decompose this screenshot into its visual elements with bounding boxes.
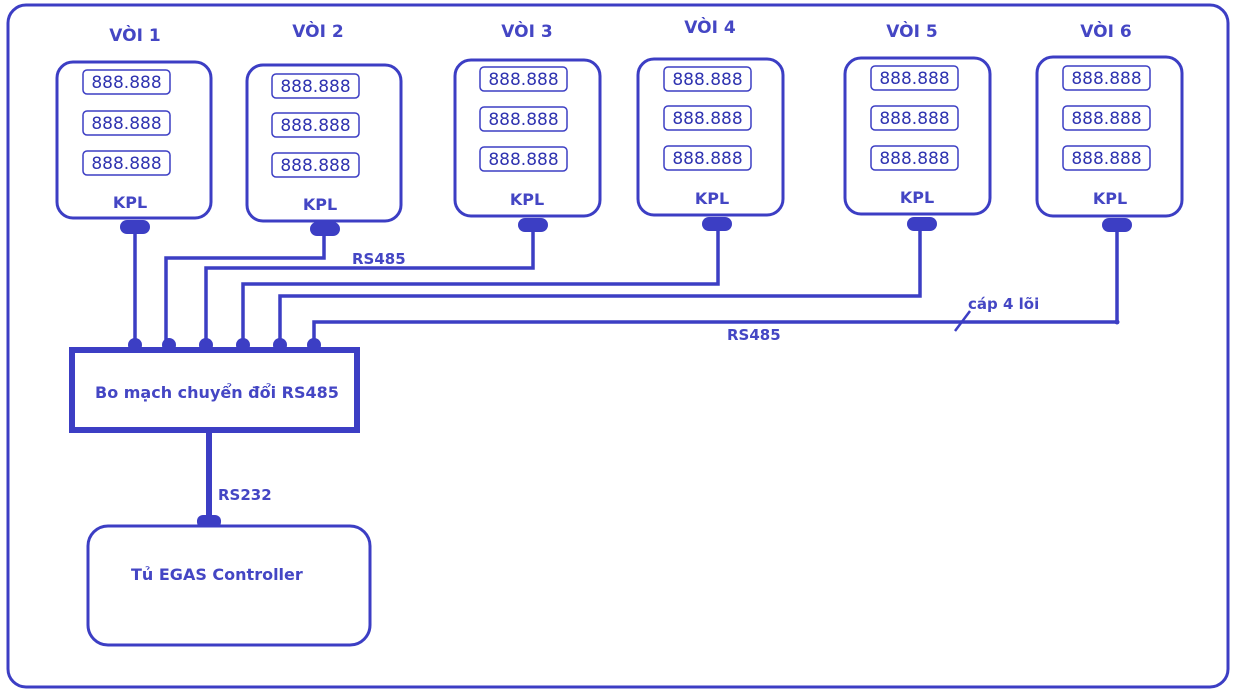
pump-2-kpl-label: KPL xyxy=(303,195,337,214)
pump-5-display-3-value: 888.888 xyxy=(879,149,949,169)
pump-6-display-1 xyxy=(1062,65,1151,91)
junction-dot-pump-6 xyxy=(1114,319,1120,325)
pump-1-display-1 xyxy=(82,69,171,95)
pump-5-display-1-value: 888.888 xyxy=(879,69,949,89)
wire-pump-2 xyxy=(164,236,326,345)
egas-controller: Tủ EGAS Controller xyxy=(86,524,372,647)
pump-2-display-1 xyxy=(271,73,360,99)
pump-1-body xyxy=(55,60,213,220)
cable-tick-mark xyxy=(954,310,971,332)
rs232-link: RS232 xyxy=(197,432,272,528)
pump-3-display-2 xyxy=(479,106,568,132)
pump-6-display-3-value: 888.888 xyxy=(1071,149,1141,169)
pump-5-display-3 xyxy=(870,145,959,171)
pump-6-display-2-value: 888.888 xyxy=(1071,109,1141,129)
pump-1-port xyxy=(120,220,150,234)
pump-3-display-1 xyxy=(479,66,568,92)
cable-4-core-label: cáp 4 lõi xyxy=(968,295,1039,313)
pump-2-display-3 xyxy=(271,152,360,178)
wire-pump-6 xyxy=(312,232,1119,345)
pump-2: VÒI 2 888.888 888.888 888.888 KPL xyxy=(245,20,403,236)
pump-1: VÒI 1 888.888 888.888 888.888 KPL xyxy=(55,24,213,234)
pump-3-display-1-value: 888.888 xyxy=(488,70,558,90)
pump-1-kpl-label: KPL xyxy=(113,193,147,212)
pump-5-display-2-value: 888.888 xyxy=(879,109,949,129)
rs232-label: RS232 xyxy=(218,486,272,504)
pump-4-display-2 xyxy=(663,105,752,131)
wire-pump-5 xyxy=(278,231,922,345)
pump-4-title: VÒI 4 xyxy=(684,16,736,38)
pump-4-port xyxy=(702,217,732,231)
pump-2-body xyxy=(245,63,403,223)
pump-5-title: VÒI 5 xyxy=(886,20,937,42)
pump-4-display-2-value: 888.888 xyxy=(672,109,742,129)
pump-5-display-1 xyxy=(870,65,959,91)
controller-box xyxy=(86,524,372,647)
pump-3-port xyxy=(518,218,548,232)
controller-label: Tủ EGAS Controller xyxy=(131,565,303,584)
pump-4-display-3-value: 888.888 xyxy=(672,149,742,169)
pump-2-title: VÒI 2 xyxy=(292,20,343,42)
converter-label: Bo mạch chuyển đổi RS485 xyxy=(95,383,339,402)
pump-6-display-1-value: 888.888 xyxy=(1071,69,1141,89)
pump-5-port xyxy=(907,217,937,231)
rs485-label-lower: RS485 xyxy=(727,326,781,344)
pump-3-display-3-value: 888.888 xyxy=(488,150,558,170)
rs485-label-upper: RS485 xyxy=(352,250,406,268)
pump-2-display-1-value: 888.888 xyxy=(280,77,350,97)
pump-4-body xyxy=(636,57,785,217)
pump-2-display-2 xyxy=(271,112,360,138)
pump-4-kpl-label: KPL xyxy=(695,189,729,208)
pump-3-kpl-label: KPL xyxy=(510,190,544,209)
pump-3-display-3 xyxy=(479,146,568,172)
pump-4-display-1-value: 888.888 xyxy=(672,70,742,90)
pump-3: VÒI 3 888.888 888.888 888.888 KPL xyxy=(453,20,602,232)
diagram-frame xyxy=(6,3,1230,689)
pump-6-title: VÒI 6 xyxy=(1080,20,1131,42)
pump-5-body xyxy=(843,56,992,216)
pump-1-display-3-value: 888.888 xyxy=(91,154,161,174)
pump-6-display-3 xyxy=(1062,145,1151,171)
pump-3-title: VÒI 3 xyxy=(501,20,552,42)
pump-1-display-1-value: 888.888 xyxy=(91,73,161,93)
pump-5: VÒI 5 888.888 888.888 888.888 KPL xyxy=(843,20,992,231)
wire-pump-4 xyxy=(241,231,720,345)
pump-6: VÒI 6 888.888 888.888 888.888 KPL xyxy=(1035,20,1184,232)
rs485-wiring xyxy=(128,231,1120,352)
pump-4-display-3 xyxy=(663,145,752,171)
rs485-converter-board: Bo mạch chuyển đổi RS485 xyxy=(69,347,360,433)
pump-6-display-2 xyxy=(1062,105,1151,131)
wire-pump-3 xyxy=(204,232,535,345)
pump-1-display-2 xyxy=(82,110,171,136)
pump-1-title: VÒI 1 xyxy=(109,24,160,46)
pump-1-display-3 xyxy=(82,150,171,176)
converter-box xyxy=(69,347,360,433)
pump-3-display-2-value: 888.888 xyxy=(488,110,558,130)
pump-3-body xyxy=(453,58,602,218)
pump-6-port xyxy=(1102,218,1132,232)
pump-2-port xyxy=(310,222,340,236)
pump-2-display-2-value: 888.888 xyxy=(280,116,350,136)
pump-4-display-1 xyxy=(663,66,752,92)
pump-5-kpl-label: KPL xyxy=(900,188,934,207)
pump-5-display-2 xyxy=(870,105,959,131)
pump-6-kpl-label: KPL xyxy=(1093,189,1127,208)
pump-2-display-3-value: 888.888 xyxy=(280,156,350,176)
pump-1-display-2-value: 888.888 xyxy=(91,114,161,134)
pump-4: VÒI 4 888.888 888.888 888.888 KPL xyxy=(636,16,785,231)
pump-6-body xyxy=(1035,55,1184,218)
